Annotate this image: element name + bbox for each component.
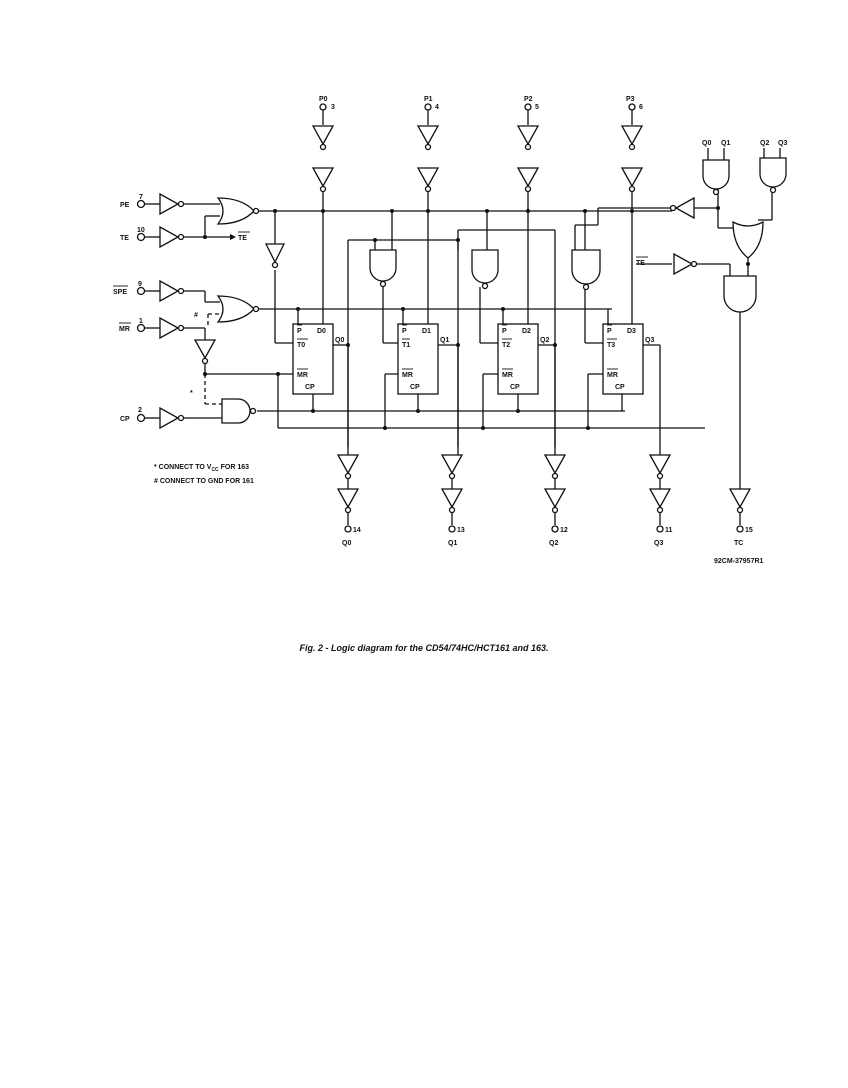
svg-text:P3: P3 [626, 96, 635, 103]
svg-text:6: 6 [639, 104, 643, 111]
svg-text:T1: T1 [402, 342, 410, 349]
svg-text:CP: CP [120, 416, 130, 423]
svg-text:5: 5 [535, 104, 539, 111]
or-gate-pe-te [216, 197, 260, 225]
parallel-input-p3: P3 6 [620, 96, 644, 193]
svg-text:14: 14 [353, 527, 361, 534]
input-te: 10 TE [120, 227, 146, 242]
svg-text:D0: D0 [317, 328, 326, 335]
svg-text:MR: MR [502, 372, 513, 379]
svg-text:Q2: Q2 [540, 337, 549, 344]
svg-text:MR: MR [402, 372, 413, 379]
tc-inverter-top [669, 196, 695, 220]
svg-text:2: 2 [138, 407, 142, 414]
svg-text:15: 15 [745, 527, 753, 534]
svg-text:12: 12 [560, 527, 568, 534]
nand-gate-t3 [571, 249, 601, 291]
note-vcc: * CONNECT TO VCC FOR 163 [154, 464, 249, 473]
svg-text:T2: T2 [502, 342, 510, 349]
hash-marker: # [194, 312, 198, 319]
or-gate-spe [216, 295, 260, 323]
svg-text:Q2: Q2 [760, 140, 769, 147]
svg-text:D1: D1 [422, 328, 431, 335]
svg-text:Q3: Q3 [645, 337, 654, 344]
nand-gate-cp [221, 398, 257, 424]
svg-text:P: P [297, 328, 302, 335]
flipflop-3: P D3 T3 MR CP Q3 [602, 323, 654, 395]
flipflop-2: P D2 T2 MR CP Q2 [497, 323, 549, 395]
figure-id: 92CM-37957R1 [714, 558, 764, 565]
parallel-input-p0: P0 3 [311, 96, 335, 193]
tc-and-gate [723, 275, 757, 313]
svg-text:7: 7 [139, 194, 143, 201]
te-bar-label-right: TE [636, 260, 645, 267]
svg-text:CP: CP [510, 384, 520, 391]
svg-text:Q3: Q3 [654, 540, 663, 547]
flipflop-0: P D0 T0 MR CP Q0 [292, 323, 344, 395]
input-pe: 7 PE [120, 194, 146, 209]
svg-text:Q0: Q0 [335, 337, 344, 344]
tc-or-gate [732, 220, 764, 259]
parallel-input-p2: P2 5 [516, 96, 540, 193]
svg-text:MR: MR [607, 372, 618, 379]
svg-text:D2: D2 [522, 328, 531, 335]
figure-caption: Fig. 2 - Logic diagram for the CD54/74HC… [299, 643, 549, 653]
output-q3: 11 Q3 [648, 454, 673, 547]
tc-nand-q0q1: Q0 Q1 [702, 140, 730, 196]
svg-text:P1: P1 [424, 96, 433, 103]
svg-text:Q1: Q1 [721, 140, 730, 147]
svg-text:Q0: Q0 [342, 540, 351, 547]
flipflop-1: P D1 T1 MR CP Q1 [397, 323, 449, 395]
svg-text:P0: P0 [319, 96, 328, 103]
svg-text:Q3: Q3 [778, 140, 787, 147]
svg-text:Q1: Q1 [448, 540, 457, 547]
svg-text:SPE: SPE [113, 289, 127, 296]
parallel-input-p1: P1 4 [416, 96, 440, 193]
svg-text:CP: CP [615, 384, 625, 391]
svg-text:TC: TC [734, 540, 743, 547]
svg-text:CP: CP [410, 384, 420, 391]
nand-gate-t2 [471, 249, 499, 290]
svg-text:T0: T0 [297, 342, 305, 349]
svg-text:T3: T3 [607, 342, 615, 349]
input-buffers [159, 192, 286, 430]
output-q0: 14 Q0 [336, 454, 361, 547]
svg-text:11: 11 [665, 527, 673, 534]
svg-text:10: 10 [137, 227, 145, 234]
output-q1: 13 Q1 [440, 454, 465, 547]
svg-text:1: 1 [139, 318, 143, 325]
svg-text:TE: TE [120, 235, 129, 242]
junction-dots [203, 206, 750, 430]
svg-text:P: P [402, 328, 407, 335]
svg-text:D3: D3 [627, 328, 636, 335]
svg-text:CP: CP [305, 384, 315, 391]
svg-text:MR: MR [297, 372, 308, 379]
tc-inverter-te [673, 252, 698, 276]
tc-nand-q2q3: Q2 Q3 [759, 140, 787, 194]
output-tc: 15 TC [728, 488, 753, 547]
svg-text:P: P [607, 328, 612, 335]
svg-text:Q0: Q0 [702, 140, 711, 147]
svg-text:4: 4 [435, 104, 439, 111]
input-spe: 9 SPE [113, 281, 146, 296]
svg-text:PE: PE [120, 202, 130, 209]
input-mr: 1 MR [119, 318, 146, 333]
svg-text:P2: P2 [524, 96, 533, 103]
svg-text:9: 9 [138, 281, 142, 288]
svg-text:13: 13 [457, 527, 465, 534]
nand-gate-t1 [369, 249, 397, 288]
svg-text:P: P [502, 328, 507, 335]
input-cp: 2 CP [120, 407, 146, 423]
star-marker: * [190, 390, 193, 397]
svg-text:MR: MR [119, 326, 130, 333]
note-gnd: # CONNECT TO GND FOR 161 [154, 478, 254, 485]
output-q2: 12 Q2 [543, 454, 568, 547]
svg-text:Q1: Q1 [440, 337, 449, 344]
te-bar-label-left: TE [238, 235, 247, 242]
svg-text:3: 3 [331, 104, 335, 111]
svg-text:Q2: Q2 [549, 540, 558, 547]
